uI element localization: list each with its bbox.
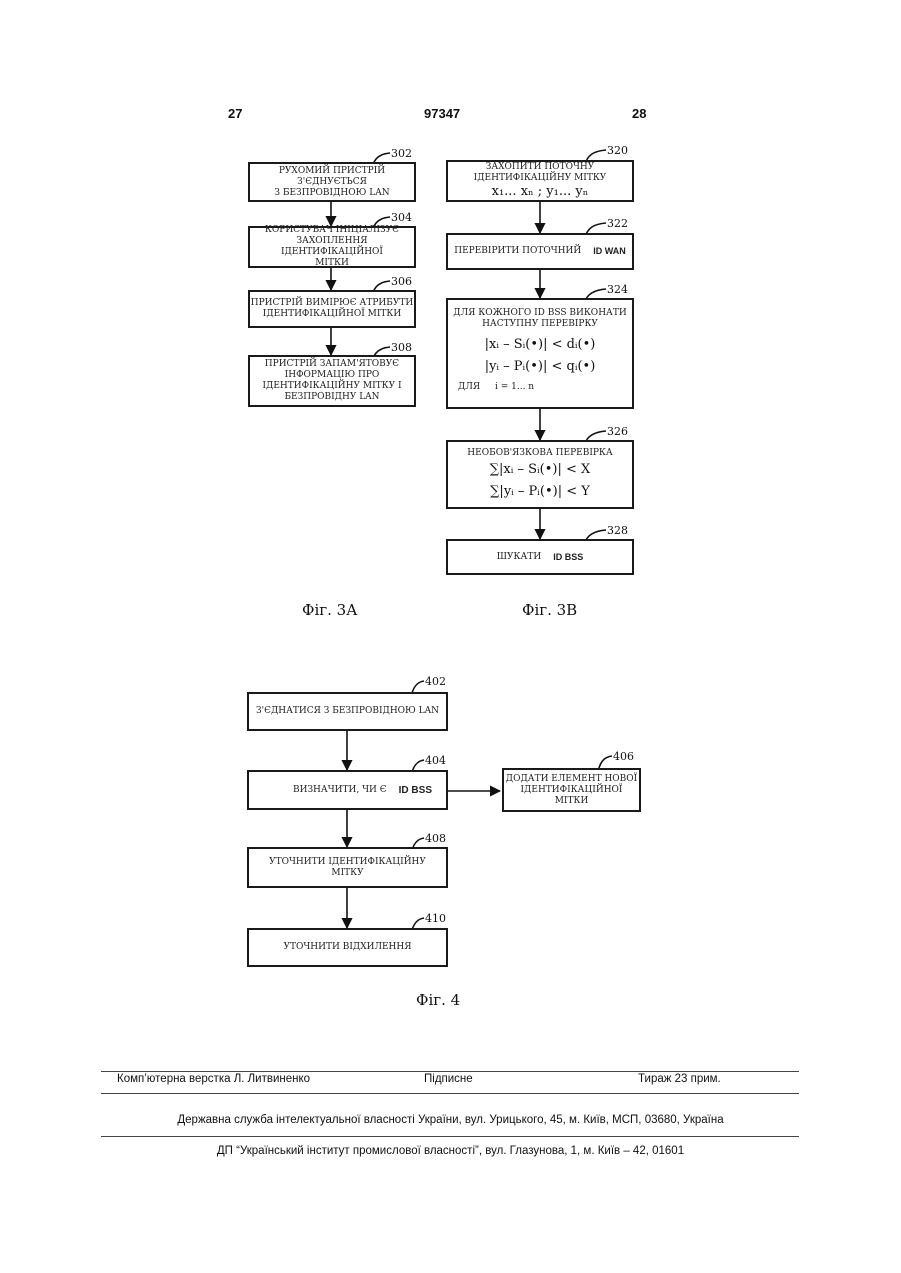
- step-408-line: УТОЧНИТИ ІДЕНТИФІКАЦІЙНУ: [269, 857, 426, 868]
- step-328-box: ШУКАТИ ID BSS: [446, 539, 634, 575]
- step-326-formula-y: ∑|yᵢ – Pᵢ(•)| < Y: [490, 481, 590, 503]
- step-410-label: УТОЧНИТИ ВІДХИЛЕННЯ: [283, 942, 411, 953]
- step-324-range: ДЛЯ i = 1... n: [458, 382, 534, 393]
- step-326-label: НЕОБОВ'ЯЗКОВА ПЕРЕВІРКА: [467, 448, 612, 459]
- step-326-number: 326: [607, 425, 628, 438]
- step-328-label: ШУКАТИ: [497, 552, 541, 563]
- step-320-formula: x₁... xₙ ; y₁... yₙ: [492, 184, 589, 200]
- step-306-box: ПРИСТРІЙ ВИМІРЮЄ АТРИБУТИ ІДЕНТИФІКАЦІЙН…: [248, 290, 416, 328]
- step-304-number: 304: [391, 211, 412, 224]
- step-302-line: З БЕЗПРОВІДНОЮ LAN: [274, 188, 389, 199]
- footer-layout-credit: Комп’ютерна верстка Л. Литвиненко: [117, 1073, 310, 1085]
- step-402-box: З'ЄДНАТИСЯ З БЕЗПРОВІДНОЮ LAN: [247, 692, 448, 731]
- step-404-box: ВИЗНАЧИТИ, ЧИ Є ID BSS: [247, 770, 448, 810]
- step-308-box: ПРИСТРІЙ ЗАПАМ'ЯТОВУЄ ІНФОРМАЦІЮ ПРО ІДЕ…: [248, 355, 416, 407]
- step-402-label: З'ЄДНАТИСЯ З БЕЗПРОВІДНОЮ LAN: [256, 706, 439, 717]
- step-304-line: ЗАХОПЛЕННЯ ІДЕНТИФІКАЦІЙНОЇ: [250, 236, 414, 258]
- step-326-formula-x: ∑|xᵢ – Sᵢ(•)| < X: [490, 459, 591, 481]
- step-404-label: ВИЗНАЧИТИ, ЧИ Є: [293, 785, 387, 796]
- step-320-line: ЗАХОПИТИ ПОТОЧНУ: [486, 162, 595, 173]
- footer-print-run: Тираж 23 прим.: [638, 1073, 721, 1085]
- step-308-line: ІДЕНТИФІКАЦІЙНУ МІТКУ І: [262, 381, 401, 392]
- step-304-line: МІТКИ: [315, 258, 349, 269]
- step-320-number: 320: [607, 144, 628, 157]
- step-320-box: ЗАХОПИТИ ПОТОЧНУ ІДЕНТИФІКАЦІЙНУ МІТКУ x…: [446, 160, 634, 202]
- step-304-box: КОРИСТУВАЧ ІНІЦІАЛІЗУЄ ЗАХОПЛЕННЯ ІДЕНТИ…: [248, 226, 416, 268]
- footer-signed: Підписне: [424, 1073, 473, 1085]
- figure-3a-caption: Фіг. 3А: [302, 601, 358, 619]
- step-328-number: 328: [607, 524, 628, 537]
- step-406-line: ІДЕНТИФІКАЦІЙНОЇ МІТКИ: [504, 785, 639, 807]
- step-402-number: 402: [425, 675, 446, 688]
- step-302-number: 302: [391, 147, 412, 160]
- step-322-number: 322: [607, 217, 628, 230]
- step-404-code: ID BSS: [399, 785, 432, 796]
- step-302-box: РУХОМИЙ ПРИСТРІЙ З'ЄДНУЄТЬСЯ З БЕЗПРОВІД…: [248, 162, 416, 202]
- step-324-formula-x: |xᵢ – Sᵢ(•)| < dᵢ(•): [485, 334, 596, 356]
- step-322-box: ПЕРЕВІРИТИ ПОТОЧНИЙ ID WAN: [446, 233, 634, 270]
- step-306-line: ПРИСТРІЙ ВИМІРЮЄ АТРИБУТИ: [251, 298, 413, 309]
- step-320-line: ІДЕНТИФІКАЦІЙНУ МІТКУ: [474, 173, 607, 184]
- footer-bottom-rule: [101, 1136, 799, 1137]
- step-404-number: 404: [425, 754, 446, 767]
- step-410-box: УТОЧНИТИ ВІДХИЛЕННЯ: [247, 928, 448, 967]
- step-306-line: ІДЕНТИФІКАЦІЙНОЇ МІТКИ: [263, 309, 401, 320]
- figure-4-caption: Фіг. 4: [416, 991, 460, 1009]
- step-408-line: МІТКУ: [331, 868, 363, 879]
- step-324-range-label: ДЛЯ: [458, 382, 480, 392]
- step-308-line: БЕЗПРОВІДНУ LAN: [284, 392, 379, 403]
- step-326-box: НЕОБОВ'ЯЗКОВА ПЕРЕВІРКА ∑|xᵢ – Sᵢ(•)| < …: [446, 440, 634, 509]
- step-406-number: 406: [613, 750, 634, 763]
- step-324-box: ДЛЯ КОЖНОГО ID BSS ВИКОНАТИ НАСТУПНУ ПЕР…: [446, 298, 634, 409]
- step-322-label: ПЕРЕВІРИТИ ПОТОЧНИЙ: [454, 246, 581, 257]
- footer-middle-rule: [101, 1093, 799, 1094]
- step-322-code: ID WAN: [593, 246, 626, 257]
- step-406-line: ДОДАТИ ЕЛЕМЕНТ НОВОЇ: [506, 774, 637, 785]
- step-410-number: 410: [425, 912, 446, 925]
- figure-3b-caption: Фіг. 3В: [522, 601, 577, 619]
- step-308-line: ІНФОРМАЦІЮ ПРО: [285, 370, 380, 381]
- footer-top-rule: [101, 1071, 799, 1072]
- footer-office-address: Державна служба інтелектуальної власност…: [0, 1114, 901, 1126]
- step-328-code: ID BSS: [553, 552, 583, 563]
- step-408-number: 408: [425, 832, 446, 845]
- step-324-line: ДЛЯ КОЖНОГО ID BSS ВИКОНАТИ: [453, 308, 626, 319]
- step-306-number: 306: [391, 275, 412, 288]
- step-324-range-value: i = 1... n: [495, 382, 534, 392]
- step-308-line: ПРИСТРІЙ ЗАПАМ'ЯТОВУЄ: [265, 359, 399, 370]
- step-302-line: РУХОМИЙ ПРИСТРІЙ З'ЄДНУЄТЬСЯ: [250, 166, 414, 188]
- footer-institute-address: ДП “Український інститут промислової вла…: [0, 1145, 901, 1157]
- step-406-box: ДОДАТИ ЕЛЕМЕНТ НОВОЇ ІДЕНТИФІКАЦІЙНОЇ МІ…: [502, 768, 641, 812]
- step-324-line: НАСТУПНУ ПЕРЕВІРКУ: [482, 319, 598, 330]
- step-408-box: УТОЧНИТИ ІДЕНТИФІКАЦІЙНУ МІТКУ: [247, 847, 448, 888]
- step-308-number: 308: [391, 341, 412, 354]
- step-324-number: 324: [607, 283, 628, 296]
- step-324-formula-y: |yᵢ – Pᵢ(•)| < qᵢ(•): [485, 356, 596, 378]
- step-304-line: КОРИСТУВАЧ ІНІЦІАЛІЗУЄ: [265, 225, 399, 236]
